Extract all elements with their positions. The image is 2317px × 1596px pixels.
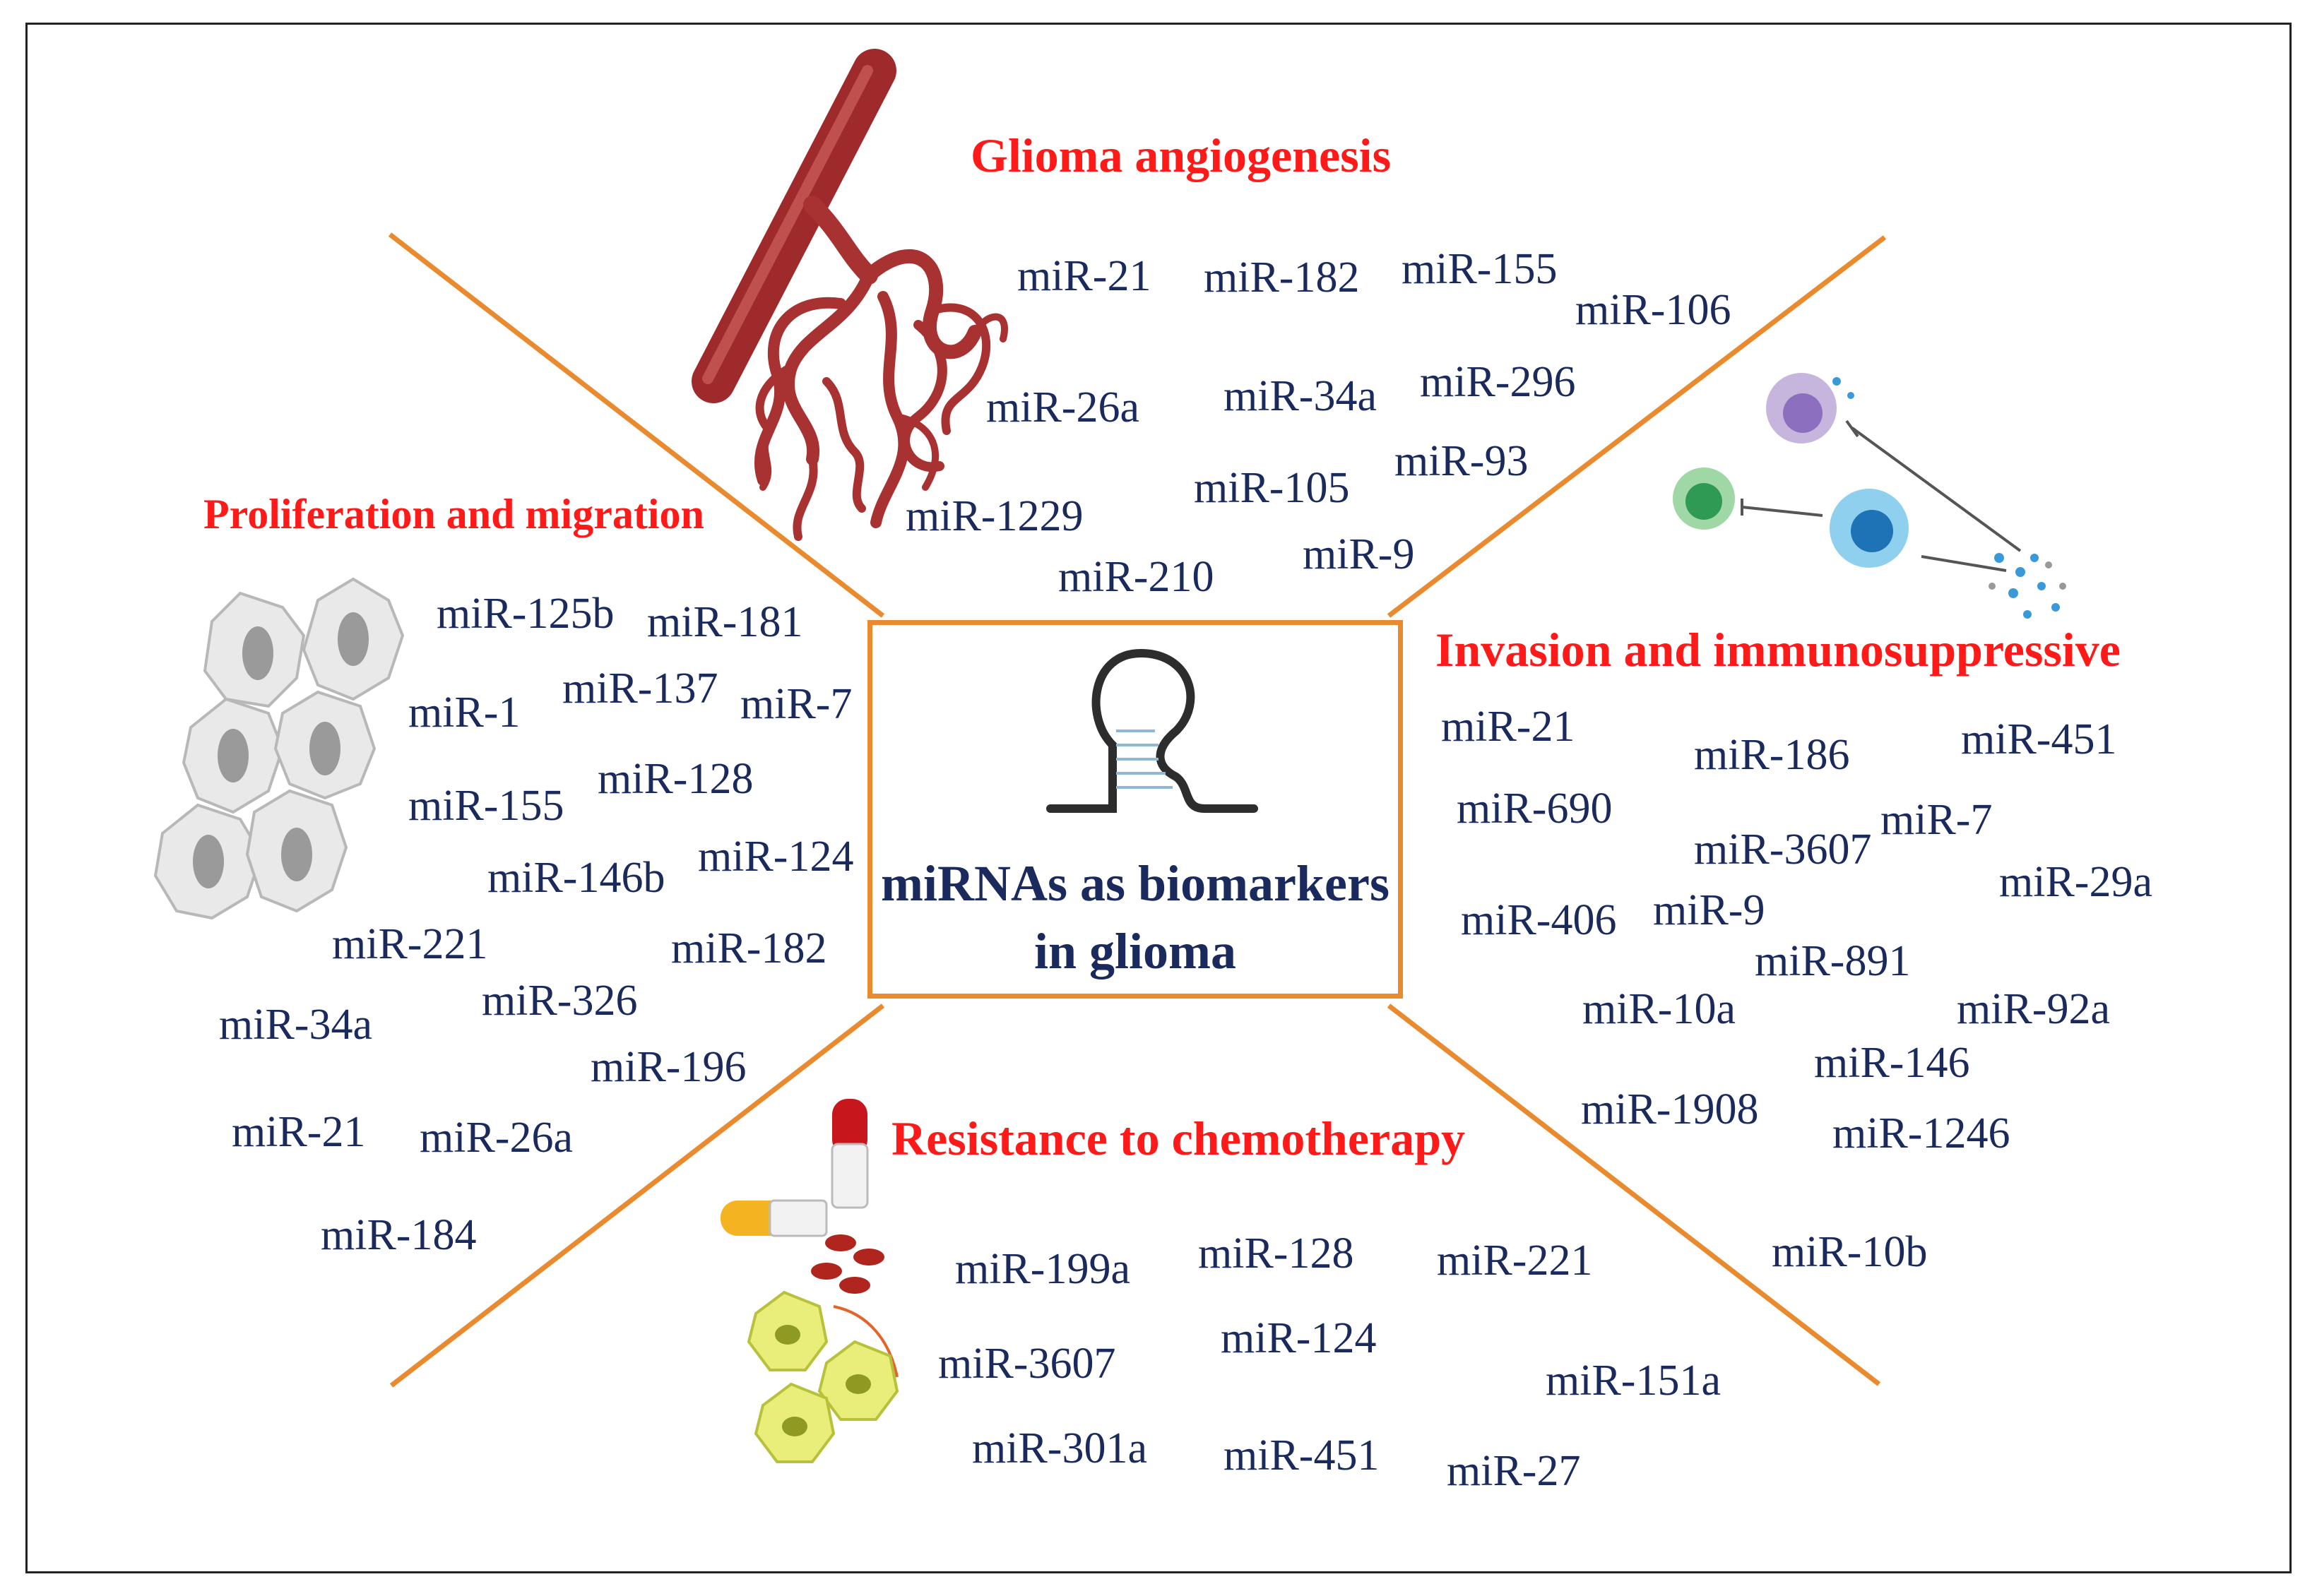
mirna-label: miR-29a bbox=[1999, 858, 2152, 906]
mirna-label: miR-182 bbox=[671, 924, 827, 972]
mirna-label: miR-7 bbox=[1880, 796, 1993, 844]
mirna-label: miR-3607 bbox=[1694, 826, 1872, 874]
mirna-label: miR-93 bbox=[1394, 437, 1529, 485]
center-title: miRNAs as biomarkers in glioma bbox=[872, 850, 1398, 985]
mirna-label: miR-221 bbox=[332, 920, 488, 968]
mirna-label: miR-690 bbox=[1457, 785, 1613, 833]
mirna-label: miR-9 bbox=[1303, 530, 1415, 578]
mirna-label: miR-9 bbox=[1653, 886, 1765, 934]
mirna-label: miR-155 bbox=[408, 782, 564, 830]
mirna-label: miR-21 bbox=[232, 1108, 366, 1156]
mirna-label: miR-21 bbox=[1017, 252, 1151, 300]
mirna-label: miR-1229 bbox=[906, 492, 1084, 540]
mirna-label: miR-137 bbox=[562, 665, 718, 713]
center-title-line1: miRNAs as biomarkers bbox=[881, 855, 1389, 912]
mirna-label: miR-34a bbox=[219, 1001, 372, 1049]
mirna-label: miR-124 bbox=[698, 833, 854, 881]
mirna-label: miR-7 bbox=[740, 680, 853, 728]
mirna-label: miR-406 bbox=[1461, 896, 1617, 944]
mirna-label: miR-451 bbox=[1223, 1431, 1380, 1479]
mirna-label: miR-10a bbox=[1582, 985, 1736, 1033]
heading-angiogenesis: Glioma angiogenesis bbox=[971, 129, 1392, 182]
mirna-label: miR-26a bbox=[986, 383, 1139, 431]
mirna-label: miR-128 bbox=[598, 755, 754, 803]
mirna-label: miR-451 bbox=[1961, 715, 2117, 763]
mirna-label: miR-26a bbox=[420, 1114, 573, 1162]
mirna-label: miR-21 bbox=[1441, 703, 1575, 751]
mirna-label: miR-326 bbox=[482, 977, 638, 1025]
divider-bottom-right bbox=[1387, 1004, 1881, 1386]
mirna-label: miR-125b bbox=[437, 590, 615, 638]
mirna-label: miR-196 bbox=[591, 1043, 747, 1091]
mirna-label: miR-301a bbox=[972, 1424, 1147, 1472]
mirna-label: miR-891 bbox=[1755, 937, 1911, 985]
divider-top-right bbox=[1387, 235, 1887, 618]
center-title-line2: in glioma bbox=[1033, 923, 1237, 979]
mirna-label: miR-1 bbox=[408, 689, 521, 737]
mirna-label: miR-151a bbox=[1546, 1357, 1721, 1405]
mirna-label: miR-199a bbox=[955, 1245, 1130, 1293]
mirna-label: miR-146 bbox=[1814, 1039, 1970, 1087]
outer-frame bbox=[25, 23, 2292, 1573]
mirna-label: miR-186 bbox=[1694, 731, 1850, 779]
mirna-label: miR-92a bbox=[1957, 985, 2110, 1033]
divider-bottom-left bbox=[389, 1004, 885, 1388]
mirna-label: miR-146b bbox=[487, 854, 665, 902]
mirna-label: miR-27 bbox=[1447, 1447, 1581, 1495]
mirna-label: miR-221 bbox=[1437, 1237, 1593, 1285]
heading-chemoresistance: Resistance to chemotherapy bbox=[891, 1112, 1466, 1165]
rna-hairpin-icon bbox=[1046, 648, 1258, 813]
mirna-label: miR-182 bbox=[1204, 254, 1360, 302]
mirna-label: miR-1246 bbox=[1832, 1109, 2010, 1157]
mirna-label: miR-210 bbox=[1058, 553, 1214, 601]
heading-invasion: Invasion and immunosuppressive bbox=[1435, 623, 2121, 677]
heading-proliferation: Proliferation and migration bbox=[203, 491, 704, 537]
mirna-label: miR-181 bbox=[647, 598, 803, 646]
mirna-label: miR-106 bbox=[1575, 286, 1731, 334]
mirna-label: miR-128 bbox=[1198, 1229, 1354, 1278]
mirna-label: miR-184 bbox=[321, 1211, 477, 1259]
mirna-label: miR-155 bbox=[1402, 245, 1558, 293]
mirna-label: miR-296 bbox=[1420, 358, 1576, 406]
mirna-label: miR-34a bbox=[1223, 372, 1377, 420]
mirna-label: miR-105 bbox=[1194, 464, 1350, 512]
center-box: miRNAs as biomarkers in glioma bbox=[867, 620, 1403, 999]
mirna-label: miR-124 bbox=[1221, 1314, 1377, 1362]
mirna-label: miR-3607 bbox=[938, 1340, 1116, 1388]
divider-top-left bbox=[388, 232, 885, 618]
mirna-label: miR-1908 bbox=[1581, 1085, 1759, 1133]
mirna-label: miR-10b bbox=[1772, 1228, 1928, 1276]
